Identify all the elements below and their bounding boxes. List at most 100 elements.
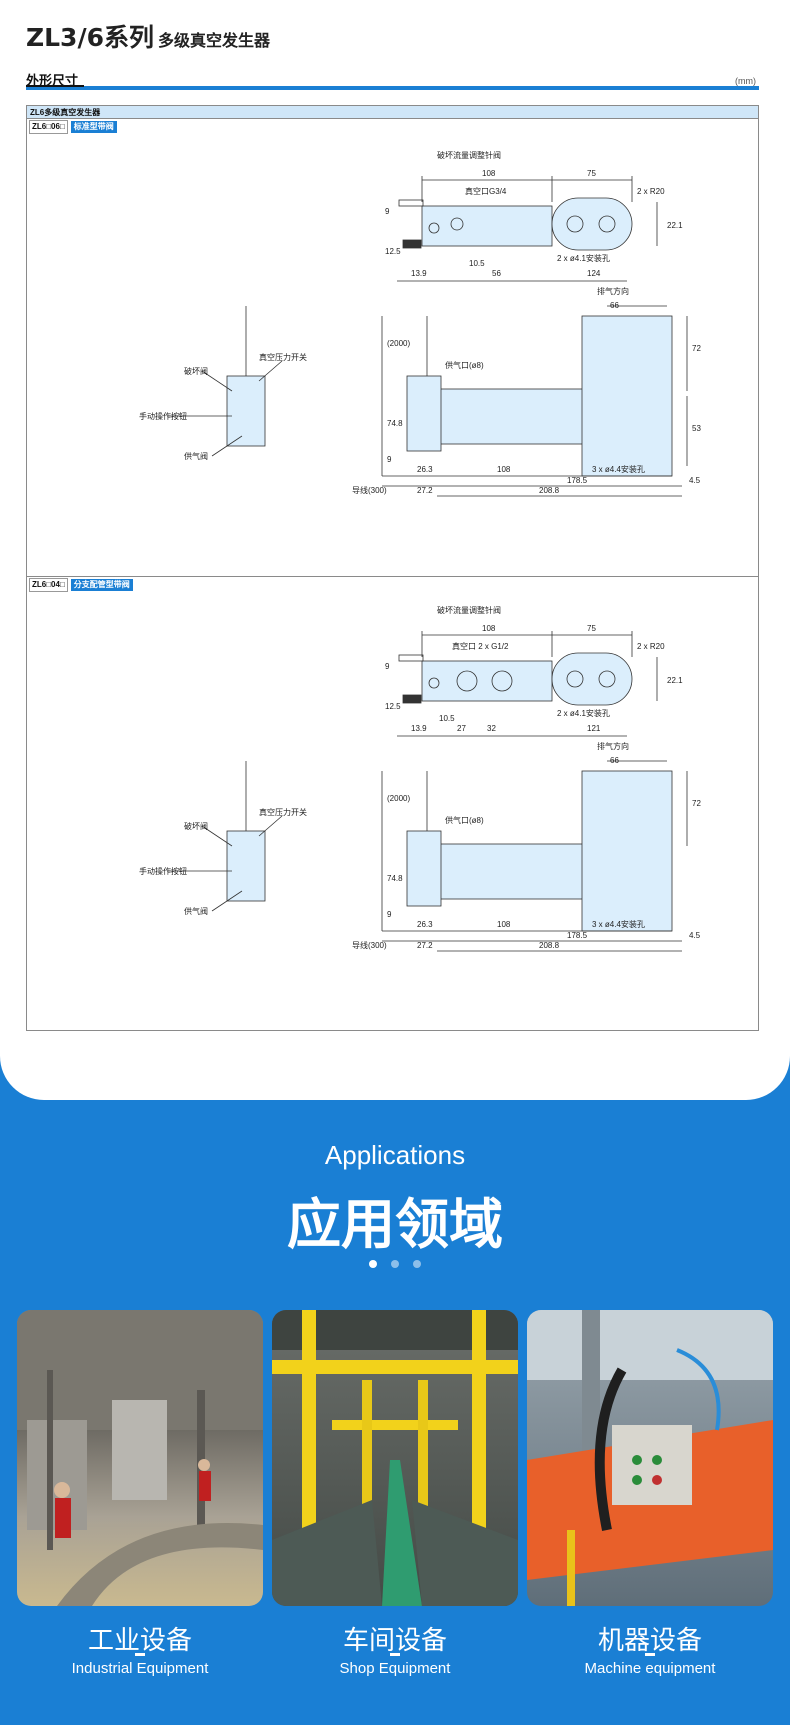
dim-4-5: 4.5 xyxy=(689,931,701,940)
dim-22-1: 22.1 xyxy=(667,221,683,230)
model-code: ZL6□06□ xyxy=(29,120,68,134)
dim-75: 75 xyxy=(587,169,596,178)
label-manual-button: 手动操作按钮 xyxy=(139,866,187,876)
label-r20: 2 x R20 xyxy=(637,642,665,651)
application-image-shop xyxy=(272,1310,518,1606)
label-break-valve: 破坏阀 xyxy=(184,366,208,376)
applications-title-en: Applications xyxy=(324,1140,466,1170)
dim-9b: 9 xyxy=(387,910,392,919)
dim-9: 9 xyxy=(385,662,390,671)
dim-66: 66 xyxy=(610,301,619,310)
applications-title-cn: 应用领域 xyxy=(287,1193,503,1256)
dim-9: 9 xyxy=(385,207,390,216)
dim-13-9: 13.9 xyxy=(411,269,427,278)
label-vac-port: 真空口 2 x G1/2 xyxy=(452,641,509,651)
carousel-dot-2[interactable] xyxy=(391,1260,399,1268)
section-title: 外形尺寸 xyxy=(26,73,79,88)
dim-72: 72 xyxy=(692,344,701,353)
label-exhaust: 排气方向 xyxy=(597,286,629,296)
dim-4-5: 4.5 xyxy=(689,476,701,485)
model-tag: 标准型带阀 xyxy=(70,121,117,133)
dim-124: 124 xyxy=(587,269,601,278)
dim-32: 32 xyxy=(487,724,496,733)
dim-12-5: 12.5 xyxy=(385,702,401,711)
dim-178-5: 178.5 xyxy=(567,931,588,940)
dim-208-8: 208.8 xyxy=(539,486,560,495)
caption-underline xyxy=(645,1653,655,1656)
dim-27: 27 xyxy=(457,724,466,733)
variant-header-1: ZL6□06□标准型带阀 xyxy=(29,120,117,134)
label-wire: 导线(300) xyxy=(352,940,387,950)
label-mount2: 3 x ø4.4安装孔 xyxy=(592,919,645,929)
dim-27-2: 27.2 xyxy=(417,941,433,950)
dim-53: 53 xyxy=(692,424,701,433)
dim-12-5: 12.5 xyxy=(385,247,401,256)
dim-9b: 9 xyxy=(387,455,392,464)
carousel-dots xyxy=(0,1255,790,1273)
dim-2000: (2000) xyxy=(387,339,410,348)
label-needle: 破坏流量调整针阀 xyxy=(437,150,501,160)
carousel-dot-1[interactable] xyxy=(369,1260,377,1268)
dim-13-9: 13.9 xyxy=(411,724,427,733)
dim-108b: 108 xyxy=(497,465,511,474)
label-mount1: 2 x ø4.1安装孔 xyxy=(557,708,610,718)
application-label-shop: 车间设备 xyxy=(342,1626,447,1656)
application-sub-machine: Machine equipment xyxy=(584,1660,716,1677)
label-pressure-switch: 真空压力开关 xyxy=(259,807,307,817)
label-mount2: 3 x ø4.4安装孔 xyxy=(592,464,645,474)
frame-heading: ZL6多级真空发生器 xyxy=(27,106,758,119)
page-title: ZL3/6系列多级真空发生器 xyxy=(26,23,270,52)
label-wire: 导线(300) xyxy=(352,485,387,495)
label-supply-valve: 供气阀 xyxy=(184,906,208,916)
carousel-dot-3[interactable] xyxy=(413,1260,421,1268)
dim-108: 108 xyxy=(482,169,496,178)
label-needle: 破坏流量调整针阀 xyxy=(437,605,501,615)
dim-26-3: 26.3 xyxy=(417,920,433,929)
label-vac-port: 真空口G3/4 xyxy=(465,186,507,196)
unit-label: (mm) xyxy=(735,76,756,86)
dim-10-5: 10.5 xyxy=(439,714,455,723)
dim-56: 56 xyxy=(492,269,501,278)
model-code: ZL6□04□ xyxy=(29,578,68,592)
variant-header-2: ZL6□04□分支配管型带阀 xyxy=(29,578,133,592)
label-break-valve: 破坏阀 xyxy=(184,821,208,831)
caption-underline xyxy=(390,1653,400,1656)
drawing-1: 破坏流量调整针阀 108 75 真空口G3/4 2 x R20 22.1 9 1… xyxy=(139,150,701,497)
dim-74-8: 74.8 xyxy=(387,874,403,883)
application-image-machine xyxy=(527,1310,773,1606)
application-sub-shop: Shop Equipment xyxy=(339,1660,451,1677)
label-exhaust: 排气方向 xyxy=(597,741,629,751)
section-divider xyxy=(26,85,759,90)
dim-74-8: 74.8 xyxy=(387,419,403,428)
dim-108: 108 xyxy=(482,624,496,633)
dim-208-8: 208.8 xyxy=(539,941,560,950)
dim-178-5: 178.5 xyxy=(567,476,588,485)
label-supply-port: 供气口(ø8) xyxy=(445,815,484,825)
dim-2000: (2000) xyxy=(387,794,410,803)
dim-75: 75 xyxy=(587,624,596,633)
label-mount1: 2 x ø4.1安装孔 xyxy=(557,253,610,263)
label-pressure-switch: 真空压力开关 xyxy=(259,352,307,362)
drawing-2: 破坏流量调整针阀 108 75 真空口 2 x G1/2 2 x R20 22.… xyxy=(139,605,701,952)
model-tag: 分支配管型带阀 xyxy=(70,579,133,591)
application-label-industrial: 工业设备 xyxy=(87,1626,192,1656)
application-label-machine: 机器设备 xyxy=(597,1626,702,1656)
dimension-frame: ZL6多级真空发生器 ZL6□06□标准型带阀 xyxy=(26,105,759,1031)
dim-66: 66 xyxy=(610,756,619,765)
application-sub-industrial: Industrial Equipment xyxy=(71,1660,209,1677)
label-supply-port: 供气口(ø8) xyxy=(445,360,484,370)
dim-121: 121 xyxy=(587,724,601,733)
label-manual-button: 手动操作按钮 xyxy=(139,411,187,421)
label-supply-valve: 供气阀 xyxy=(184,451,208,461)
dim-22-1: 22.1 xyxy=(667,676,683,685)
dim-26-3: 26.3 xyxy=(417,465,433,474)
dim-72: 72 xyxy=(692,799,701,808)
dim-27-2: 27.2 xyxy=(417,486,433,495)
application-image-industrial xyxy=(17,1310,263,1606)
variant-divider xyxy=(27,576,758,577)
dim-10-5: 10.5 xyxy=(469,259,485,268)
caption-underline xyxy=(135,1653,145,1656)
label-r20: 2 x R20 xyxy=(637,187,665,196)
dim-108b: 108 xyxy=(497,920,511,929)
spec-panel: ZL3/6系列多级真空发生器 外形尺寸 (mm) ZL6多级真空发生器 ZL6□… xyxy=(0,0,790,1100)
